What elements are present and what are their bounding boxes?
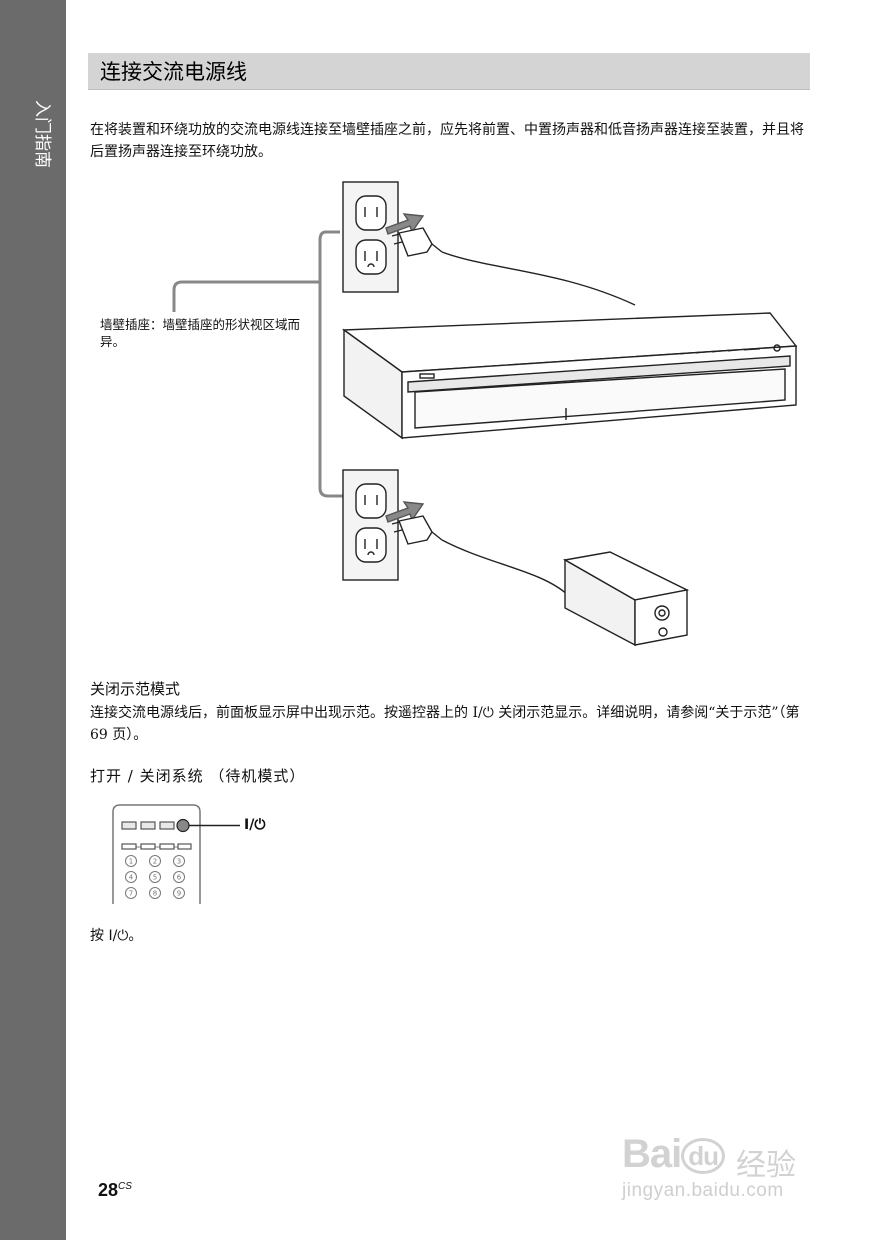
remote-key-label: 5	[153, 874, 157, 882]
remote-key-label: 4	[129, 874, 134, 882]
remote-key-8	[149, 887, 161, 899]
remote-key-label: 8	[153, 890, 157, 898]
remote-key-label: 1	[129, 858, 133, 866]
remote-key-label: 6	[177, 874, 182, 882]
connection-illustration	[172, 181, 798, 647]
remote-key-6	[173, 871, 185, 883]
power-plug-bottom	[391, 515, 443, 545]
surround-amplifier	[562, 551, 690, 647]
remote-key-label: 9	[177, 890, 181, 898]
wall-outlet-note: 墙壁插座：墙壁插座的形状视区域而异。	[100, 317, 301, 349]
watermark-brand-bai: Bai	[622, 1132, 682, 1176]
remote-key-label: 2	[153, 858, 157, 866]
remote-key-2	[149, 855, 161, 867]
main-unit-device	[341, 312, 798, 440]
watermark-cn: 经验	[736, 1148, 796, 1183]
standby-heading: 打开 / 关闭系统 （待机模式）	[90, 767, 306, 785]
remote-key-5	[149, 871, 161, 883]
remote-key-label: 3	[177, 858, 181, 866]
remote-key-4	[125, 871, 137, 883]
remote-key-7	[125, 887, 137, 899]
demo-mode-heading: 关闭示范模式	[90, 680, 181, 698]
watermark-url: jingyan.baidu.com	[622, 1180, 784, 1201]
section-header: 连接交流电源线	[88, 53, 810, 90]
wall-outlet-bottom	[342, 469, 399, 581]
power-plug-top	[391, 227, 443, 257]
remote-key-9	[173, 887, 185, 899]
page-number-value: 28	[98, 1180, 119, 1200]
power-button-label: I/⏻	[244, 817, 266, 833]
page-number-suffix: CS	[118, 1181, 132, 1192]
remote-control-illustration: 1 2 3 4 5 6 7 8 9	[112, 804, 240, 904]
page-number: 28CS	[98, 1180, 132, 1201]
demo-mode-text: 连接交流电源线后，前面板显示屏中出现示范。按遥控器上的 I/⏻ 关闭示范显示。详…	[90, 705, 800, 743]
watermark-brand-du: du	[681, 1137, 726, 1174]
sidebar-label: 入门指南	[32, 100, 52, 168]
wall-outlet-top	[342, 181, 399, 293]
section-title: 连接交流电源线	[100, 60, 247, 84]
press-power-instruction: 按 I/⏻。	[90, 928, 143, 944]
remote-key-3	[173, 855, 185, 867]
intro-paragraph: 在将装置和环绕功放的交流电源线连接至墙壁插座之前，应先将前置、中置扬声器和低音扬…	[90, 122, 804, 160]
remote-key-1	[125, 855, 137, 867]
remote-key-label: 7	[129, 890, 133, 898]
sidebar-tab: 入门指南	[0, 0, 66, 1240]
